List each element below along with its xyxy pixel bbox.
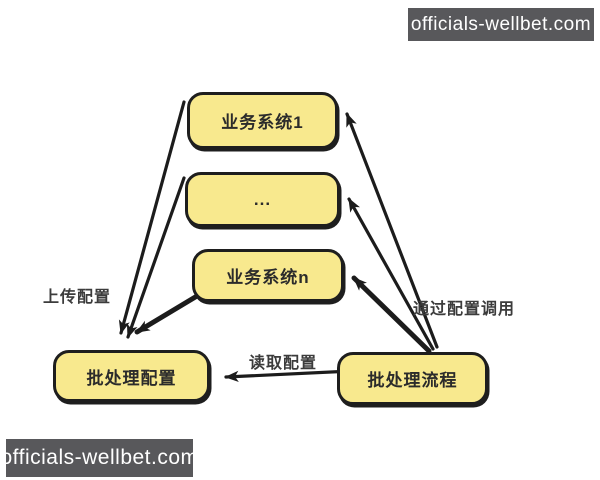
arrow-invoke-to-system-n <box>351 275 432 354</box>
arrow-upload-from-system-n <box>134 293 200 335</box>
node-batch-config: 批处理配置 <box>53 350 210 402</box>
arrow-invoke-to-ellipsis <box>347 197 435 351</box>
arrow-upload-from-ellipsis <box>126 176 186 339</box>
node-system-n: 业务系统n <box>192 249 344 302</box>
node-batch-process: 批处理流程 <box>337 352 488 405</box>
node-system-1-label: 业务系统1 <box>221 113 304 132</box>
watermark-top-text: officials-wellbet.com <box>410 13 592 35</box>
edge-label-invoke-via-config: 通过配置调用 <box>413 301 516 318</box>
node-system-1: 业务系统1 <box>187 92 338 149</box>
watermark-banner-bottom: officials-wellbet.com <box>1 439 198 477</box>
node-system-n-label: 业务系统n <box>226 268 310 287</box>
node-system-ellipsis-label: ... <box>253 189 272 209</box>
node-batch-config-label: 批处理配置 <box>86 368 177 388</box>
watermark-banner-top: officials-wellbet.com <box>408 8 594 41</box>
node-system-ellipsis: ... <box>185 172 340 227</box>
node-batch-process-label: 批处理流程 <box>367 371 458 390</box>
arrow-read-config <box>224 369 354 382</box>
watermark-bottom-text: officials-wellbet.com <box>0 446 199 469</box>
arrow-invoke-to-system-1 <box>345 112 439 349</box>
arrow-upload-from-system-1 <box>118 100 186 335</box>
edge-label-read-config: 读取配置 <box>249 355 318 372</box>
edge-label-upload-config: 上传配置 <box>43 289 112 306</box>
